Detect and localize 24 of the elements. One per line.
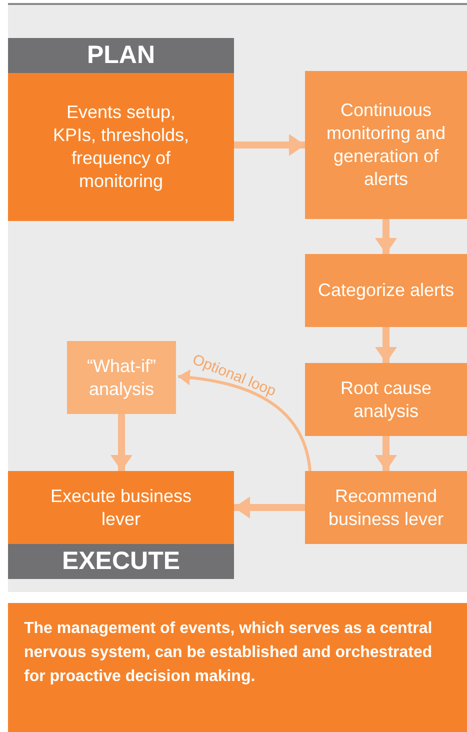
arrow — [375, 436, 397, 471]
arrow — [375, 219, 397, 254]
arrow — [234, 134, 305, 156]
box-text: Execute business lever — [49, 484, 193, 530]
arrow — [375, 327, 397, 363]
process-box — [8, 471, 234, 579]
process-box — [305, 254, 467, 327]
box-text: Events setup, KPIs, thresholds, frequency of monitoring — [52, 101, 190, 193]
process-box — [305, 471, 467, 544]
process-box — [305, 363, 467, 436]
caption-text: The management of events, which serves as a central nervous system, can be established and orchestrated for proactive decision making. — [24, 619, 434, 687]
box-text: “What-if” analysis — [86, 354, 157, 400]
box-text: Root cause analysis — [339, 376, 433, 422]
arrow — [110, 414, 132, 471]
curved-arrow — [178, 370, 312, 472]
process-box — [67, 341, 176, 414]
box-text: Recommend business lever — [327, 484, 445, 530]
box-text: Categorize alerts — [318, 279, 454, 302]
stage-heading: EXECUTE — [62, 549, 180, 574]
box-text: Continuous monitoring and generation of alerts — [325, 99, 447, 191]
process-box — [8, 38, 234, 221]
process-box — [305, 71, 467, 219]
arrow — [234, 496, 305, 518]
stage-heading: PLAN — [86, 43, 156, 68]
